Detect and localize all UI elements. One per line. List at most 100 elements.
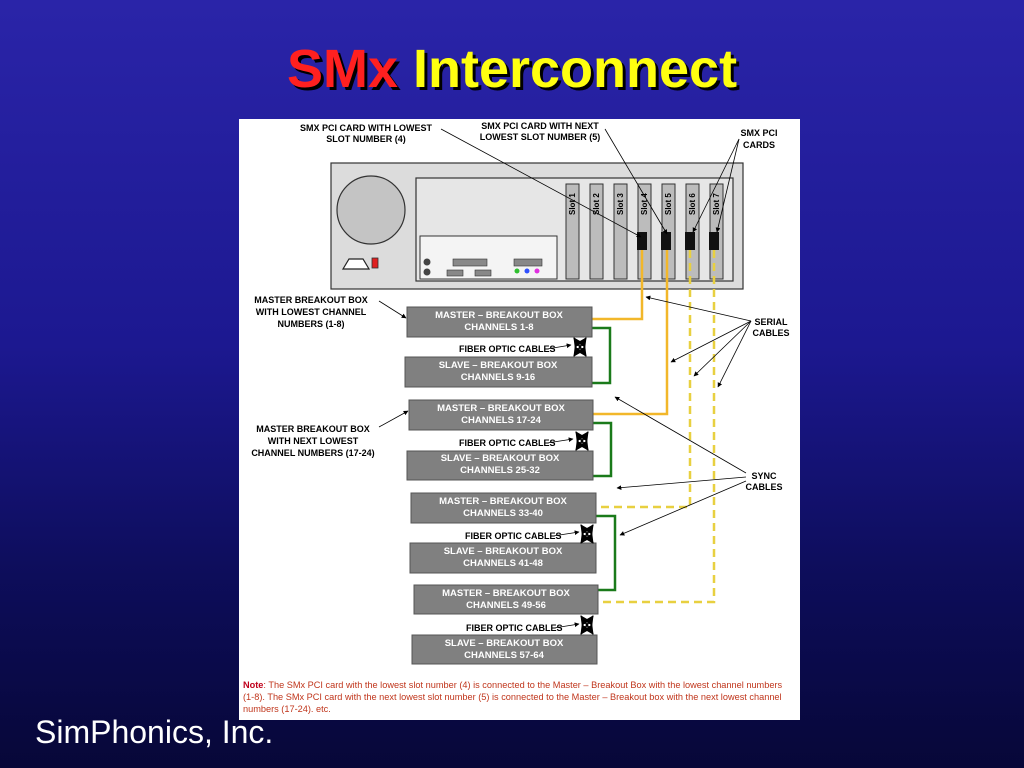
pci-slot: Slot 4	[637, 183, 652, 280]
audio-jack-icon	[423, 258, 431, 266]
box-title: MASTER – BREAKOUT BOX	[437, 403, 565, 414]
box-title: SLAVE – BREAKOUT BOX	[439, 360, 558, 371]
box-channels: CHANNELS 57-64	[464, 650, 544, 661]
breakout-box-master: MASTER – BREAKOUT BOX CHANNELS 1-8	[406, 306, 593, 338]
sync-cable	[598, 250, 716, 604]
power-socket-icon	[341, 258, 371, 270]
label-master-lowest: WITH LOWEST CHANNEL	[256, 307, 367, 317]
slot-label: Slot 3	[616, 193, 625, 215]
label-smx-cards: SMX PCI	[740, 128, 777, 138]
sync-cables	[596, 250, 716, 604]
pci-slot: Slot 2	[589, 183, 604, 280]
label-sync-cables: CABLES	[745, 482, 782, 492]
breakout-box-slave: SLAVE – BREAKOUT BOX CHANNELS 41-48	[409, 542, 597, 574]
serial-cable	[593, 250, 669, 416]
breakout-box-slave: SLAVE – BREAKOUT BOX CHANNELS 9-16	[404, 356, 593, 388]
box-channels: CHANNELS 49-56	[466, 600, 546, 611]
pci-slot: Slot 1	[565, 183, 580, 280]
port-icon	[513, 258, 543, 267]
company-name: SimPhonics, Inc.	[35, 714, 274, 750]
box-title: MASTER – BREAKOUT BOX	[439, 496, 567, 507]
fiber-coupler-icon	[580, 615, 594, 635]
fiber-optic-label: FIBER OPTIC CABLES	[466, 623, 563, 633]
breakout-box-slave: SLAVE – BREAKOUT BOX CHANNELS 57-64	[411, 634, 598, 665]
slide-title: SMx Interconnect	[0, 38, 1024, 100]
note-label: Note	[243, 680, 264, 690]
label-master-lowest: MASTER BREAKOUT BOX	[254, 295, 368, 305]
label-master-next: WITH NEXT LOWEST	[268, 436, 359, 446]
fiber-link	[593, 421, 613, 478]
label-smx-lowest: SMX PCI CARD WITH LOWEST	[300, 123, 432, 133]
fiber-optic-label: FIBER OPTIC CABLES	[465, 531, 562, 541]
sync-cable	[596, 250, 692, 509]
label-smx-cards: CARDS	[743, 140, 775, 150]
box-title: SLAVE – BREAKOUT BOX	[445, 638, 564, 649]
note-text: Note: The SMx PCI card with the lowest s…	[243, 679, 795, 715]
serial-cables	[592, 250, 669, 416]
pci-slots: Slot 1 Slot 2 Slot 3 Slot 4 Slot 5 Slot …	[565, 183, 724, 280]
box-title: MASTER – BREAKOUT BOX	[435, 310, 563, 321]
slot-label: Slot 1	[568, 193, 577, 215]
label-smx-next: SMX PCI CARD WITH NEXT	[481, 121, 599, 131]
box-channels: CHANNELS 33-40	[463, 508, 543, 519]
slot-label: Slot 7	[712, 193, 721, 215]
label-master-lowest: NUMBERS (1-8)	[277, 319, 344, 329]
led-icon	[524, 268, 530, 274]
fiber-links	[592, 326, 617, 592]
box-title: SLAVE – BREAKOUT BOX	[441, 453, 560, 464]
smx-card-connector	[661, 232, 671, 250]
slot-label: Slot 4	[640, 193, 649, 215]
fiber-optic-label: FIBER OPTIC CABLES	[459, 438, 556, 448]
breakout-box-master: MASTER – BREAKOUT BOX CHANNELS 33-40	[410, 492, 597, 524]
box-channels: CHANNELS 1-8	[464, 322, 533, 333]
label-master-next: CHANNEL NUMBERS (17-24)	[251, 448, 374, 458]
serial-cable	[592, 250, 644, 321]
slot-label: Slot 2	[592, 193, 601, 215]
box-channels: CHANNELS 25-32	[460, 465, 540, 476]
pci-slot: Slot 7	[709, 183, 724, 280]
box-title: SLAVE – BREAKOUT BOX	[444, 546, 563, 557]
port-icon	[474, 269, 492, 277]
master-box-labels: MASTER BREAKOUT BOX WITH LOWEST CHANNEL …	[251, 295, 374, 458]
audio-jack-icon	[423, 268, 431, 276]
pci-slot: Slot 5	[661, 183, 676, 280]
breakout-box-slave: SLAVE – BREAKOUT BOX CHANNELS 25-32	[406, 450, 594, 481]
breakout-box-master: MASTER – BREAKOUT BOX CHANNELS 17-24	[408, 399, 594, 431]
label-smx-lowest: SLOT NUMBER (4)	[326, 134, 406, 144]
box-title: MASTER – BREAKOUT BOX	[442, 588, 570, 599]
label-serial-cables: SERIAL	[754, 317, 788, 327]
cable-type-labels: SERIAL CABLES SYNC CABLES	[745, 317, 789, 492]
label-master-next: MASTER BREAKOUT BOX	[256, 424, 370, 434]
smx-card-connector	[637, 232, 647, 250]
smx-card-labels: SMX PCI CARD WITH LOWEST SLOT NUMBER (4)…	[300, 121, 778, 150]
slot-label: Slot 5	[664, 193, 673, 215]
box-channels: CHANNELS 41-48	[463, 558, 543, 569]
slot-label: Slot 6	[688, 193, 697, 215]
fiber-coupler-icon	[575, 431, 589, 451]
smx-card-connector	[685, 232, 695, 250]
note-body: : The SMx PCI card with the lowest slot …	[243, 680, 783, 714]
label-serial-cables: CABLES	[752, 328, 789, 338]
fiber-link	[596, 514, 617, 592]
breakout-boxes: MASTER – BREAKOUT BOX CHANNELS 1-8 SLAVE…	[404, 306, 599, 665]
label-smx-next: LOWEST SLOT NUMBER (5)	[480, 132, 601, 142]
label-leader-lines	[440, 128, 740, 238]
breakout-box-master: MASTER – BREAKOUT BOX CHANNELS 49-56	[413, 584, 599, 615]
title-part-smx: SMx	[286, 39, 398, 99]
pci-slot: Slot 6	[685, 183, 700, 280]
port-icon	[452, 258, 488, 267]
box-channels: CHANNELS 9-16	[461, 372, 535, 383]
fiber-coupler-icon	[573, 337, 587, 357]
fan-icon	[336, 175, 406, 245]
pc-chassis	[330, 162, 744, 290]
fiber-link	[592, 326, 612, 385]
pci-slot: Slot 3	[613, 183, 628, 280]
title-part-interconnect: Interconnect	[413, 39, 738, 99]
fiber-optic-label: FIBER OPTIC CABLES	[459, 344, 556, 354]
smx-card-connector	[709, 232, 719, 250]
led-icon	[534, 268, 540, 274]
power-switch-icon	[371, 257, 379, 269]
label-sync-cables: SYNC	[751, 471, 777, 481]
led-icon	[514, 268, 520, 274]
box-channels: CHANNELS 17-24	[461, 415, 541, 426]
